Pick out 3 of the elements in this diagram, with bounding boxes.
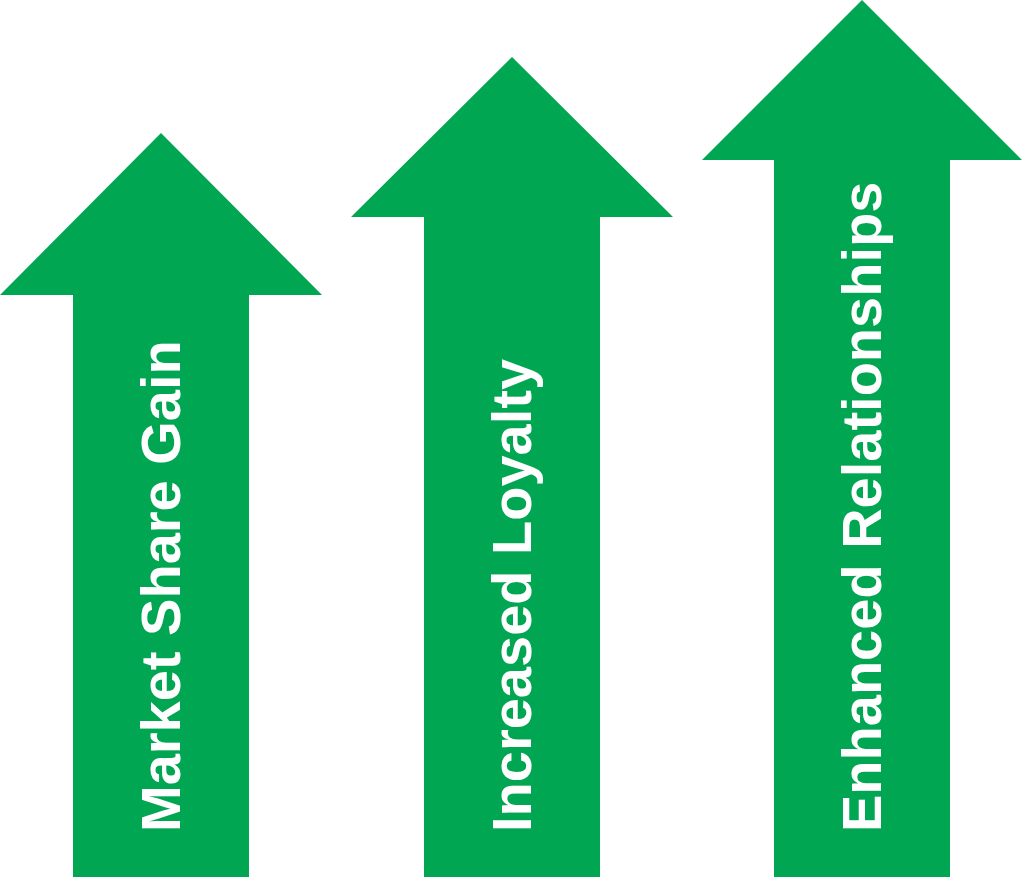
arrow-label: Increased Loyalty — [479, 358, 544, 832]
arrow-label: Enhanced Relationships — [829, 181, 894, 832]
arrow-label: Market Share Gain — [128, 340, 193, 832]
